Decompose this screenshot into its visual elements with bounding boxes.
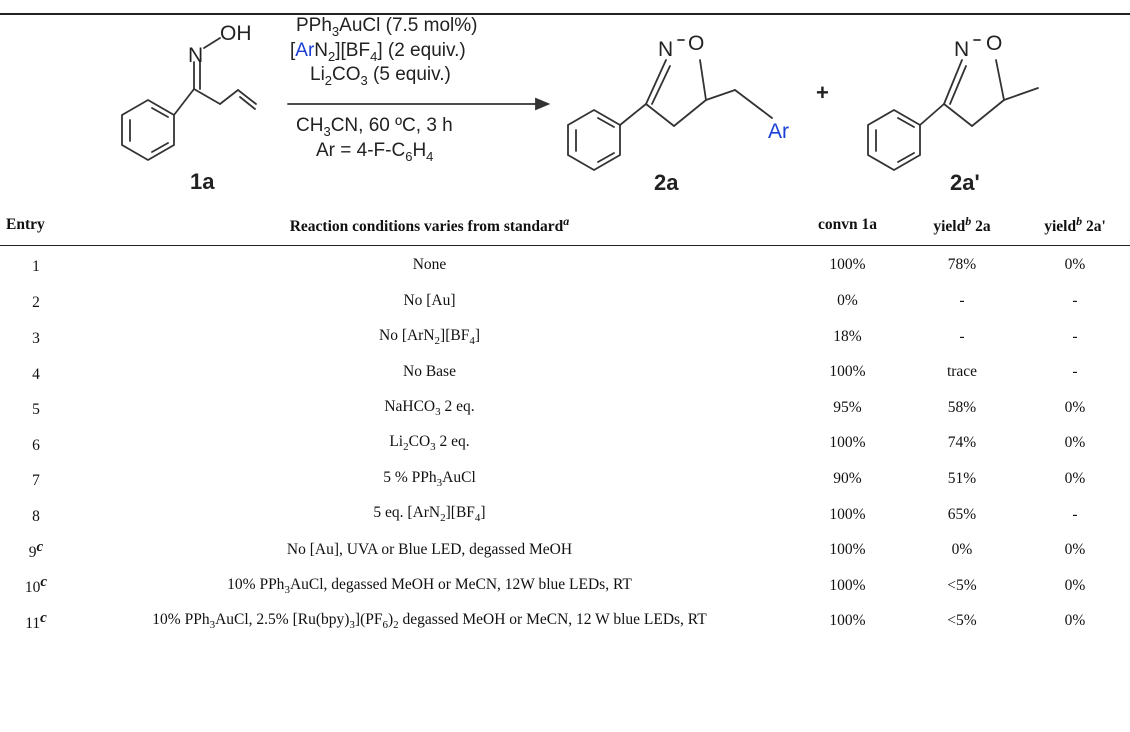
cell-conversion: 100% [829, 576, 866, 594]
cell-yield-2a-prime: - [1072, 291, 1078, 309]
cell-yield-2a-prime: - [1072, 505, 1078, 523]
product-2a-ar-group: Ar [768, 120, 789, 143]
product-2a-n-atom: N [658, 38, 673, 61]
cell-conditions: 10% PPh3AuCl, 2.5% [Ru(bpy)3](PF6)2 dega… [152, 611, 707, 632]
reaction-scheme: N OH N O Ar N O 1a 2a 2a' + PPh3AuCl (7.… [121, 15, 1039, 195]
cell-conversion: 0% [837, 291, 858, 309]
table-row: 9c No [Au], UVA or Blue LED, degassed MeO… [0, 532, 1130, 568]
cell-yield-2a: 78% [947, 255, 977, 273]
table-row: 2 No [Au] 0% - - [0, 283, 1130, 319]
cell-yield-2a: <5% [947, 576, 977, 594]
cell-yield-2a-prime: - [1072, 327, 1078, 345]
table-row: 6 Li2CO3 2 eq. 100% 74% 0% [0, 426, 1130, 462]
cell-yield-2a-prime: - [1072, 363, 1078, 381]
cell-yield-2a: 51% [947, 469, 977, 487]
cell-conversion: 95% [833, 398, 862, 416]
cell-conditions: 10% PPh3AuCl, degassed MeOH or MeCN, 12W… [227, 575, 632, 596]
cell-conversion: 100% [829, 434, 866, 452]
cell-conditions: 5 eq. [ArN2][BF4] [373, 504, 486, 525]
cell-conditions: 5 % PPh3AuCl [383, 468, 476, 489]
condition-base: Li2CO3 (5 equiv.) [310, 64, 451, 88]
header-yield-2a: yieldb 2a [908, 208, 1016, 247]
table-row: 8 5 eq. [ArN2][BF4] 100% 65% - [0, 497, 1130, 533]
cell-yield-2a: - [959, 291, 965, 309]
table-row: 5 NaHCO3 2 eq. 95% 58% 0% [0, 390, 1130, 426]
cell-conditions: No [Au] [403, 291, 456, 309]
cell-entry: 10c [24, 574, 48, 597]
cell-conversion: 100% [829, 541, 866, 559]
cell-entry: 7 [32, 472, 40, 490]
cell-conditions: Li2CO3 2 eq. [389, 433, 470, 454]
product-2a-o-atom: O [688, 32, 704, 55]
cell-yield-2a: <5% [947, 612, 977, 630]
cell-conversion: 100% [829, 612, 866, 630]
cell-conditions: No [ArN2][BF4] [379, 326, 480, 347]
plus-sign: + [816, 80, 829, 105]
condition-solvent-temp: CH3CN, 60 ºC, 3 h [296, 115, 453, 139]
table-row: 1 None 100% 78% 0% [0, 246, 1130, 284]
product-2a-prime-o-atom: O [986, 32, 1002, 55]
condition-catalyst: PPh3AuCl (7.5 mol%) [296, 15, 477, 39]
condition-aryl-definition: Ar = 4-F-C6H4 [316, 140, 433, 164]
cell-conversion: 100% [829, 255, 866, 273]
cell-yield-2a: - [959, 327, 965, 345]
top-rule [0, 13, 1130, 15]
header-entry: Entry [0, 208, 72, 247]
cell-conditions: None [412, 255, 447, 273]
product-2a-prime-n-atom: N [954, 38, 969, 61]
cell-entry: 3 [32, 330, 40, 348]
cell-yield-2a-prime: 0% [1064, 255, 1086, 273]
cell-entry: 2 [32, 294, 40, 312]
cell-entry: 5 [32, 401, 40, 419]
cell-yield-2a: 74% [947, 434, 977, 452]
reactant-n-atom: N [188, 44, 203, 67]
cell-yield-2a-prime: 0% [1064, 541, 1086, 559]
cell-conversion: 90% [833, 469, 862, 487]
cell-yield-2a: 0% [951, 541, 973, 559]
cell-entry: 4 [32, 365, 40, 383]
cell-yield-2a-prime: 0% [1064, 469, 1086, 487]
table-row: 11c 10% PPh3AuCl, 2.5% [Ru(bpy)3](PF6)2 d… [0, 604, 1130, 640]
cell-yield-2a-prime: 0% [1064, 576, 1086, 594]
cell-entry: 6 [32, 436, 40, 454]
table-row: 10c 10% PPh3AuCl, degassed MeOH or MeCN, … [0, 568, 1130, 604]
table-row: 3 No [ArN2][BF4] 18% - - [0, 319, 1130, 355]
cell-yield-2a-prime: 0% [1064, 612, 1086, 630]
cell-entry: 8 [32, 508, 40, 526]
results-table: Entry Reaction conditions varies from st… [0, 208, 1130, 639]
table-header-row: Entry Reaction conditions varies from st… [0, 208, 1130, 247]
table-row: 7 5 % PPh3AuCl 90% 51% 0% [0, 461, 1130, 497]
cell-yield-2a: 65% [947, 505, 977, 523]
reactant-oh-group: OH [220, 22, 252, 45]
cell-yield-2a: 58% [947, 398, 977, 416]
cell-conditions: No Base [403, 363, 456, 381]
compound-label-2a-prime: 2a' [950, 170, 980, 195]
cell-conversion: 18% [833, 327, 862, 345]
header-yield-2a-prime: yieldb 2a' [1016, 208, 1130, 247]
cell-yield-2a: trace [946, 363, 978, 381]
cell-conversion: 100% [829, 505, 866, 523]
compound-label-1a: 1a [190, 169, 215, 194]
header-conditions: Reaction conditions varies from standard… [72, 208, 787, 247]
cell-conditions: No [Au], UVA or Blue LED, degassed MeOH [286, 541, 573, 559]
cell-conditions: NaHCO3 2 eq. [384, 397, 475, 418]
condition-diazonium: [ArN2][BF4] (2 equiv.) [290, 40, 466, 64]
cell-entry: 9c [28, 538, 44, 561]
cell-yield-2a-prime: 0% [1064, 398, 1086, 416]
table-row: 4 No Base 100% trace - [0, 354, 1130, 390]
compound-label-2a: 2a [654, 170, 679, 195]
cell-entry: 11c [25, 609, 47, 632]
cell-yield-2a-prime: 0% [1064, 434, 1086, 452]
cell-entry: 1 [32, 258, 40, 276]
cell-conversion: 100% [829, 363, 866, 381]
results-table-container: Entry Reaction conditions varies from st… [0, 208, 1130, 639]
header-conversion: convn 1a [787, 208, 908, 247]
